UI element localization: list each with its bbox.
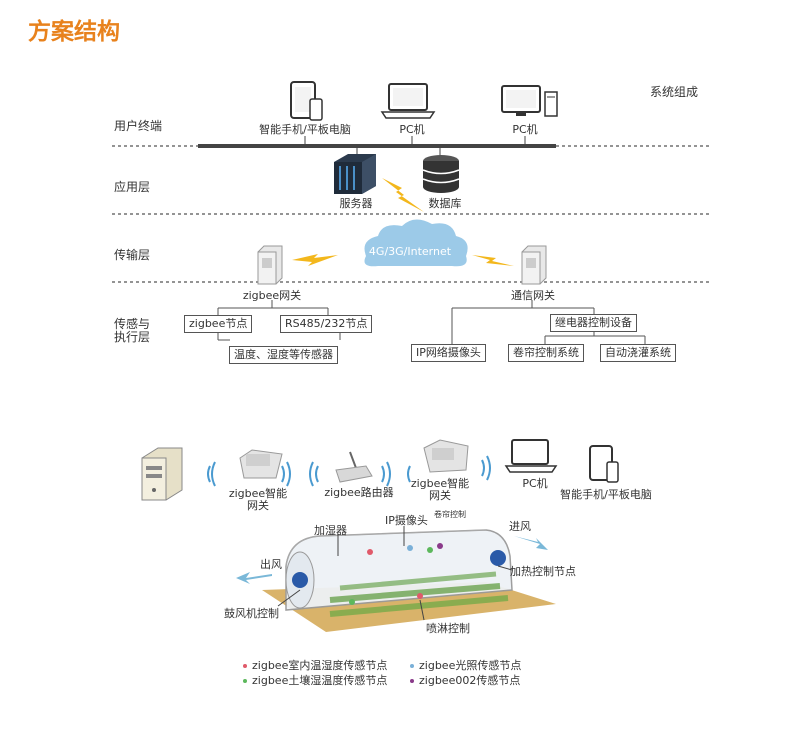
scene-heat-node-label: 加热控制节点 <box>510 565 576 578</box>
legend-label-002: zigbee002传感节点 <box>419 674 521 687</box>
lightning-right-icon <box>472 255 514 266</box>
legend-dot-002 <box>410 679 414 683</box>
database-icon <box>422 155 460 193</box>
label-comm-gateway: 通信网关 <box>511 289 555 302</box>
box-zigbee-node: zigbee节点 <box>184 315 253 333</box>
legend-dot-soil <box>243 679 247 683</box>
label-zigbee-gateway: zigbee网关 <box>242 289 302 302</box>
legend-item-002: zigbee002传感节点 <box>410 672 520 688</box>
air-out-arrow <box>236 572 272 584</box>
laptop-icon <box>380 83 436 119</box>
wifi-waves <box>207 455 491 487</box>
leader-lines <box>277 526 513 621</box>
layer-sense-line1: 传感与 <box>114 317 151 331</box>
scene-gateway-label-1: zigbee智能 <box>228 487 288 500</box>
comm-gateway-icon <box>521 245 547 285</box>
legend-label-light: zigbee光照传感节点 <box>419 659 522 672</box>
scene-gateway2-label-1: zigbee智能 <box>410 477 470 490</box>
box-temp-sensor: 温度、湿度等传感器 <box>229 346 338 364</box>
scene-spray-ctrl-label: 喷淋控制 <box>426 622 470 635</box>
legend-label-indoor: zigbee室内温湿度传感节点 <box>252 659 388 672</box>
box-curtain: 卷帘控制系统 <box>508 344 584 362</box>
scene-gateway-label-2: 网关 <box>247 499 269 512</box>
scene-pc-label: PC机 <box>522 477 548 490</box>
scene-ip-cam-label: IP摄像头 <box>385 514 428 527</box>
scene-laptop-icon <box>504 439 558 473</box>
composition-label: 系统组成 <box>650 85 699 99</box>
scene-tablet-phone-icon <box>589 445 619 483</box>
zigbee-smart-gateway-icon <box>239 449 283 479</box>
box-ip-camera: IP网络摄像头 <box>411 344 486 362</box>
legend-dot-light <box>410 664 414 668</box>
box-relay: 继电器控制设备 <box>550 314 637 332</box>
page-title: 方案结构 <box>28 19 120 45</box>
label-pc2: PC机 <box>512 123 538 136</box>
scene-air-in-label: 进风 <box>509 520 531 533</box>
label-pc1: PC机 <box>399 123 425 136</box>
legend-item-indoor: zigbee室内温湿度传感节点 <box>243 657 387 673</box>
lightning-icon <box>382 178 424 212</box>
scene-humidifier-label: 加湿器 <box>314 524 347 537</box>
zigbee-gateway-icon <box>257 245 283 285</box>
legend-label-soil: zigbee土壤湿温度传感节点 <box>252 674 388 687</box>
server-icon <box>334 154 376 194</box>
server-tower-icon <box>141 447 183 501</box>
scene-air-out-label: 出风 <box>260 558 282 571</box>
scene-gateway2-label-2: 网关 <box>429 489 451 502</box>
box-rs485-node: RS485/232节点 <box>280 315 373 333</box>
label-phone-tablet: 智能手机/平板电脑 <box>259 123 351 136</box>
sensor-dots <box>349 543 443 605</box>
box-irrigation: 自动浇灌系统 <box>600 344 676 362</box>
legend-dot-indoor <box>243 664 247 668</box>
label-cloud: 4G/3G/Internet <box>368 245 452 258</box>
layer-user-terminal: 用户终端 <box>114 119 163 133</box>
layer-sense-line2: 执行层 <box>114 330 151 344</box>
legend-item-light: zigbee光照传感节点 <box>410 657 521 673</box>
lightning-left-icon <box>292 254 338 266</box>
air-in-arrow <box>514 536 548 550</box>
legend-item-soil: zigbee土壤湿温度传感节点 <box>243 672 387 688</box>
cloud-icon <box>364 219 468 267</box>
right-tree-lines <box>451 300 646 344</box>
fan-right-icon <box>490 550 506 566</box>
scene-router-label: zigbee路由器 <box>324 486 394 499</box>
zigbee-router-icon <box>335 451 373 483</box>
label-database: 数据库 <box>428 197 462 210</box>
label-server: 服务器 <box>339 197 373 210</box>
layer-transport: 传输层 <box>114 248 151 262</box>
scene-phone-tablet-label: 智能手机/平板电脑 <box>560 488 652 501</box>
scene-curtain-ctrl-label: 卷帘控制 <box>434 510 466 519</box>
layer-application: 应用层 <box>114 180 151 194</box>
desktop-pc-icon <box>501 85 558 117</box>
tablet-phone-icon <box>290 81 323 121</box>
zigbee-smart-gateway-2-icon <box>423 439 469 473</box>
scene-fan-ctrl-label: 鼓风机控制 <box>224 607 279 620</box>
fan-left-icon <box>292 572 308 588</box>
greenhouse <box>285 529 513 617</box>
